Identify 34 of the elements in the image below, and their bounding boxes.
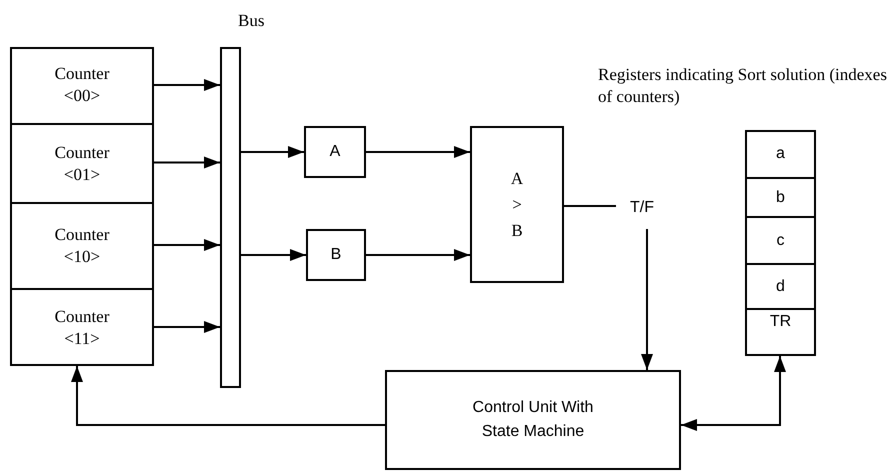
arrow <box>71 366 385 426</box>
signal-label: T/F <box>630 198 654 218</box>
comparison-label: A > B <box>510 168 524 242</box>
arrow <box>366 249 470 261</box>
arrow <box>241 249 306 261</box>
register-stack <box>745 130 816 356</box>
connector-line <box>564 205 616 207</box>
register-label: TR <box>770 312 792 332</box>
arrow <box>154 321 220 333</box>
box-label: A <box>330 142 340 162</box>
register-label: b <box>776 188 785 208</box>
arrow <box>154 156 220 168</box>
counter-label: Counter <10> <box>54 224 110 268</box>
bus-label: Bus <box>238 10 264 32</box>
counter-block <box>10 47 154 366</box>
arrow <box>681 356 786 431</box>
control-unit-box <box>385 370 681 470</box>
comparator-box <box>470 126 564 283</box>
counter-label: Counter <11> <box>54 306 110 350</box>
arrow <box>154 239 220 251</box>
register-label: d <box>776 276 785 296</box>
counter-label: Counter <01> <box>54 142 110 186</box>
register-box <box>304 126 366 178</box>
register-label: a <box>776 144 785 164</box>
register-label: c <box>776 230 784 250</box>
counter-label: Counter <00> <box>54 63 110 107</box>
arrow <box>241 146 304 158</box>
arrow <box>154 79 220 91</box>
heading-note: Registers indicating Sort solution (indexes of counters) <box>598 64 888 108</box>
register-box <box>306 229 366 281</box>
arrow <box>641 229 653 370</box>
box-label: B <box>330 245 342 265</box>
box-label: Control Unit With State Machine <box>472 398 594 442</box>
arrow <box>366 146 470 158</box>
